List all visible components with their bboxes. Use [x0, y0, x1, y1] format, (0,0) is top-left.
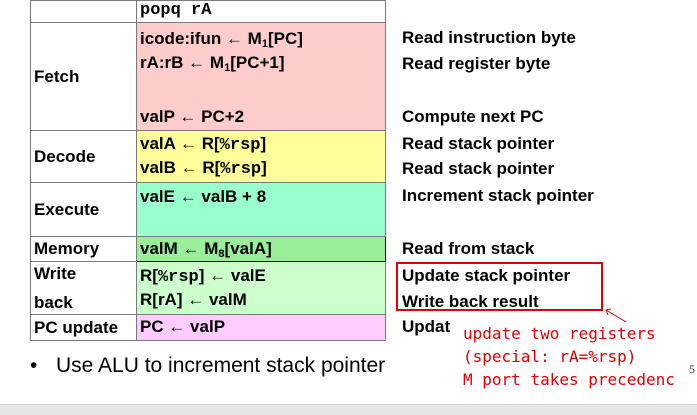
bullet-dot-icon: • — [30, 354, 38, 377]
bullet-text: Use ALU to increment stack pointer — [56, 354, 386, 377]
desc-write-back-result: Write back result — [402, 292, 539, 311]
pc-op-1: PC ← valP — [140, 317, 226, 336]
desc-read-from-stack: Read from stack — [402, 239, 535, 258]
desc-update-stack-pointer: Update stack pointer — [402, 266, 571, 285]
desc-update-pc-truncated: Updat — [402, 317, 451, 336]
memory-ops: valM ← M8[valA] — [136, 236, 386, 262]
desc-read-stack-pointer-a: Read stack pointer — [402, 134, 555, 153]
popq-stage-table: popq rA Fetch icode:ifun ← M1[PC] rA:rB … — [30, 0, 386, 341]
note-line-3: M port takes precedenc — [463, 370, 675, 389]
stage-memory: Memory — [30, 236, 137, 262]
red-annotation-note: update two registers (special: rA=%rsp) … — [461, 322, 697, 392]
write-op-1: R[%rsp] ← valE — [140, 266, 266, 287]
header-empty-cell — [30, 0, 137, 23]
highlight-box — [396, 262, 603, 311]
page-number: 5 — [689, 362, 695, 376]
fetch-op-3: valP ← PC+2 — [140, 107, 245, 126]
desc-read-instruction-byte: Read instruction byte — [402, 28, 576, 47]
desc-increment-stack-pointer: Increment stack pointer — [402, 186, 594, 205]
execute-ops: valE ← valB + 8 — [136, 182, 386, 237]
note-line-1: update two registers — [463, 324, 656, 343]
write-op-2: R[rA] ← valM — [140, 290, 247, 309]
header-instruction-cell: popq rA — [136, 0, 386, 23]
decode-ops: valA ← R[%rsp] valB ← R[%rsp] — [136, 130, 386, 183]
memory-op-1: valM ← M8[valA] — [140, 239, 272, 260]
desc-compute-next-pc: Compute next PC — [402, 107, 544, 126]
execute-op-1: valE ← valB + 8 — [140, 187, 267, 206]
decode-op-1: valA ← R[%rsp] — [140, 134, 267, 155]
decode-op-2: valB ← R[%rsp] — [140, 158, 267, 179]
fetch-op-2: rA:rB ← M1[PC+1] — [140, 53, 285, 74]
stage-fetch: Fetch — [30, 22, 137, 131]
instruction-header: popq rA — [140, 1, 212, 21]
stage-execute: Execute — [30, 182, 137, 237]
bottom-scroll-bar[interactable] — [0, 404, 697, 415]
note-line-2: (special: rA=%rsp) — [463, 347, 637, 366]
fetch-ops: icode:ifun ← M1[PC] rA:rB ← M1[PC+1] val… — [136, 22, 386, 131]
stage-write-back: Write back — [30, 261, 137, 315]
desc-read-stack-pointer-b: Read stack pointer — [402, 159, 555, 178]
stage-decode: Decode — [30, 130, 137, 183]
desc-read-register-byte: Read register byte — [402, 54, 551, 73]
pc-update-ops: PC ← valP — [136, 314, 386, 341]
stage-pc-update: PC update — [30, 314, 137, 341]
fetch-op-1: icode:ifun ← M1[PC] — [140, 29, 303, 50]
write-back-ops: R[%rsp] ← valE R[rA] ← valM — [136, 261, 386, 315]
